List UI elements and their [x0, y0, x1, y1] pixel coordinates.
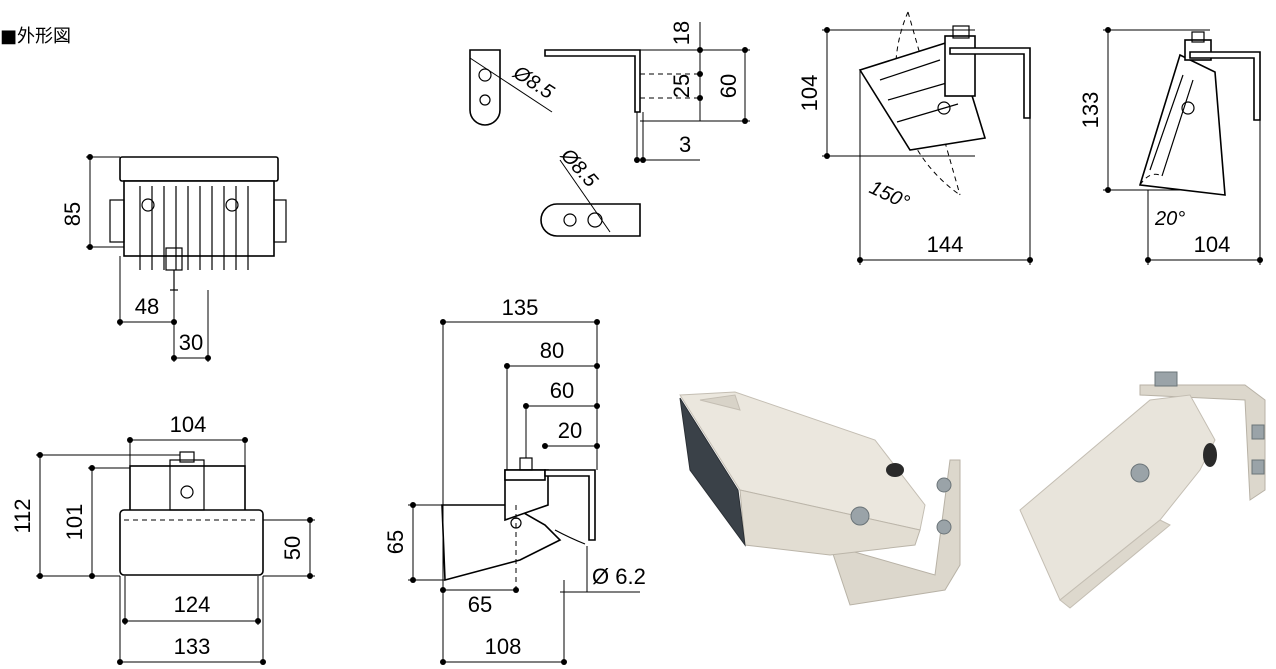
- photo2-bolt-main: [1130, 463, 1150, 483]
- dim-top-104: 104: [170, 412, 207, 437]
- dim-tilt-150-deg: 150°: [866, 177, 913, 214]
- dim-top-50: 50: [280, 536, 305, 560]
- dim-side-20: 20: [558, 418, 582, 443]
- section-title: ■外形図: [0, 26, 72, 47]
- photo-bolt-upper: [936, 477, 952, 493]
- top-view: 104 112 101 50 124 133: [10, 412, 315, 665]
- dim-tilt2-133: 133: [1078, 92, 1103, 129]
- dim-side-80: 80: [540, 338, 564, 363]
- dim-top-101: 101: [62, 504, 87, 541]
- tilt-view-150: 104 150° 144: [797, 11, 1033, 265]
- side-view: 135 80 60 20 65 Ø 6.2 65 108: [383, 295, 646, 665]
- dim-side-108: 108: [485, 634, 522, 659]
- photo-bolt-main: [850, 506, 870, 526]
- photo-bracket: [829, 459, 961, 606]
- dim-front-48: 48: [135, 294, 159, 319]
- dim-side-65-width: 65: [468, 592, 492, 617]
- dim-side-60: 60: [550, 378, 574, 403]
- dim-bracket-60: 60: [716, 74, 741, 98]
- photo-lens: [679, 397, 746, 547]
- front-view: 85 48 30: [60, 154, 287, 362]
- dim-side-135: 135: [502, 295, 539, 320]
- dim-bracket-18: 18: [669, 21, 694, 45]
- photo2-bracket: [1139, 384, 1266, 501]
- photo2-bolt-head: [1154, 371, 1178, 387]
- dim-tilt2-104: 104: [1194, 232, 1231, 257]
- product-photo-front: [679, 391, 961, 606]
- dim-bracket-hole-1: Ø8.5: [508, 61, 558, 104]
- photo2-knob: [1203, 443, 1217, 467]
- photo2-bolt-upper: [1251, 424, 1265, 440]
- photo2-housing: [1019, 394, 1216, 601]
- dim-bracket-hole-2: Ø8.5: [556, 144, 603, 192]
- dim-side-cable-diameter: Ø 6.2: [592, 564, 646, 589]
- dim-top-133: 133: [174, 634, 211, 659]
- dim-tilt-144: 144: [927, 232, 964, 257]
- dim-tilt-104: 104: [797, 75, 822, 112]
- dim-top-112: 112: [10, 498, 35, 533]
- dim-front-30: 30: [179, 330, 203, 355]
- tilt-view-20: 133 20° 104: [1078, 27, 1263, 265]
- photo-bolt-lower: [936, 519, 952, 535]
- photo-knob: [886, 463, 904, 477]
- dim-front-height: 85: [60, 202, 85, 226]
- dim-side-65-height: 65: [383, 530, 408, 554]
- dim-top-124: 124: [174, 592, 211, 617]
- bracket-detail: Ø8.5 18 25 60 3 Ø8.5: [469, 21, 750, 237]
- dim-tilt2-20-deg: 20°: [1154, 208, 1185, 230]
- photo2-bolt-lower: [1251, 459, 1265, 475]
- product-photo-side: [1019, 371, 1266, 609]
- dim-bracket-3: 3: [679, 132, 691, 157]
- dim-bracket-25: 25: [669, 74, 694, 98]
